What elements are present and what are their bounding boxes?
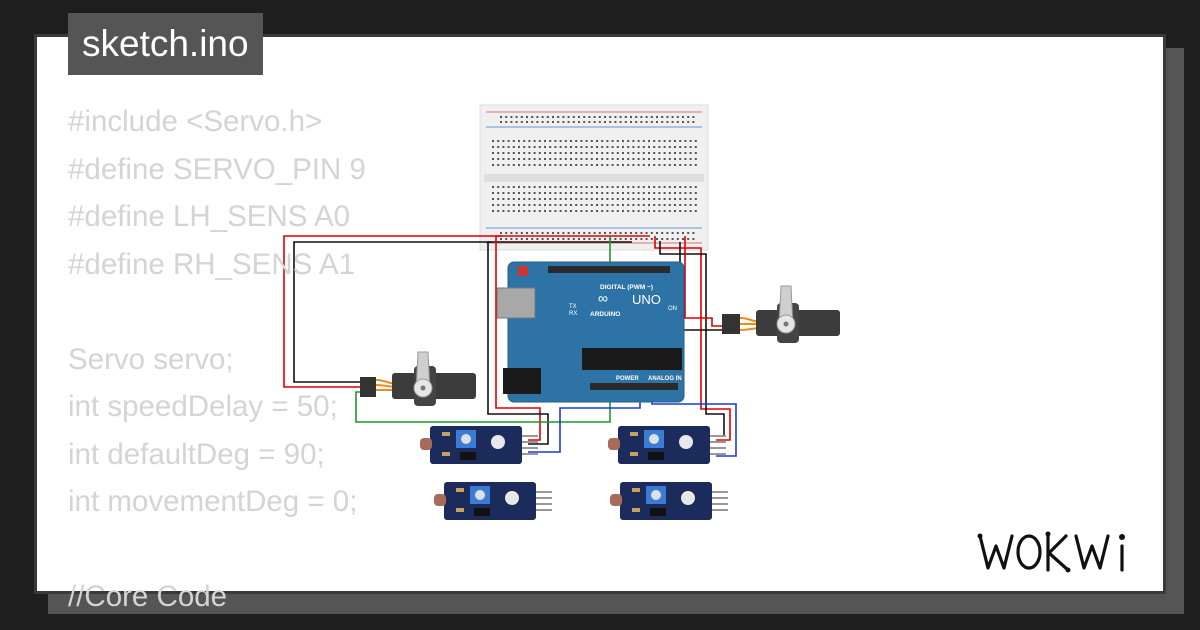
brand-label: ARDUINO — [590, 311, 620, 318]
reset-button[interactable] — [518, 266, 528, 276]
on-label: ON — [668, 306, 677, 312]
code-line: int defaultDeg = 90; — [68, 437, 325, 471]
code-line: #define SERVO_PIN 9 — [68, 152, 366, 186]
code-line: //Core Code — [68, 580, 228, 613]
power-analog-header — [590, 383, 678, 390]
digital-header — [548, 266, 670, 273]
rx-label: RX — [569, 311, 577, 317]
code-editor: #include <Servo.h> #define SERVO_PIN 9 #de… — [68, 98, 366, 621]
code-line: int speedDelay = 50; — [68, 390, 338, 423]
code-line: #include <Servo.h> — [68, 105, 323, 138]
servo-motor[interactable] — [360, 351, 476, 406]
wire-red — [654, 236, 731, 441]
analog-label: ANALOG IN — [648, 376, 682, 382]
code-line — [68, 288, 366, 336]
file-tab[interactable]: sketch.ino — [68, 13, 263, 75]
servo-connector — [360, 377, 376, 397]
wire-black — [487, 241, 549, 445]
arduino-uno[interactable]: DIGITAL (PWM ~) UNO ARDUINO ∞ ON TX RX P… — [496, 261, 685, 403]
usb-port — [496, 287, 536, 319]
light-sensor-module[interactable] — [434, 482, 552, 520]
wire-red — [283, 235, 650, 388]
wire-red — [684, 236, 740, 327]
board-name: UNO — [632, 292, 661, 307]
digital-label: DIGITAL (PWM ~) — [600, 284, 653, 291]
atmega-chip — [582, 348, 682, 370]
light-sensor-module[interactable] — [420, 426, 538, 464]
light-sensor-module[interactable] — [608, 426, 726, 464]
wire-red — [495, 235, 541, 441]
servo-motor[interactable] — [722, 285, 840, 343]
code-line: #define LH_SENS A0 — [68, 200, 351, 233]
wokwi-logo — [977, 531, 1125, 573]
code-line — [68, 526, 366, 574]
light-sensor-module[interactable] — [610, 482, 728, 520]
code-line: int movementDeg = 0; — [68, 485, 358, 518]
breadboard[interactable] — [479, 104, 709, 251]
infinity-icon: ∞ — [598, 290, 608, 306]
wire-black — [293, 241, 632, 383]
code-line: Servo servo; — [68, 342, 234, 376]
tx-label: TX — [569, 304, 577, 310]
code-line: #define RH_SENS A1 — [68, 247, 355, 281]
servo-connector — [722, 314, 740, 334]
power-jack — [503, 368, 541, 394]
power-label: POWER — [616, 376, 639, 382]
